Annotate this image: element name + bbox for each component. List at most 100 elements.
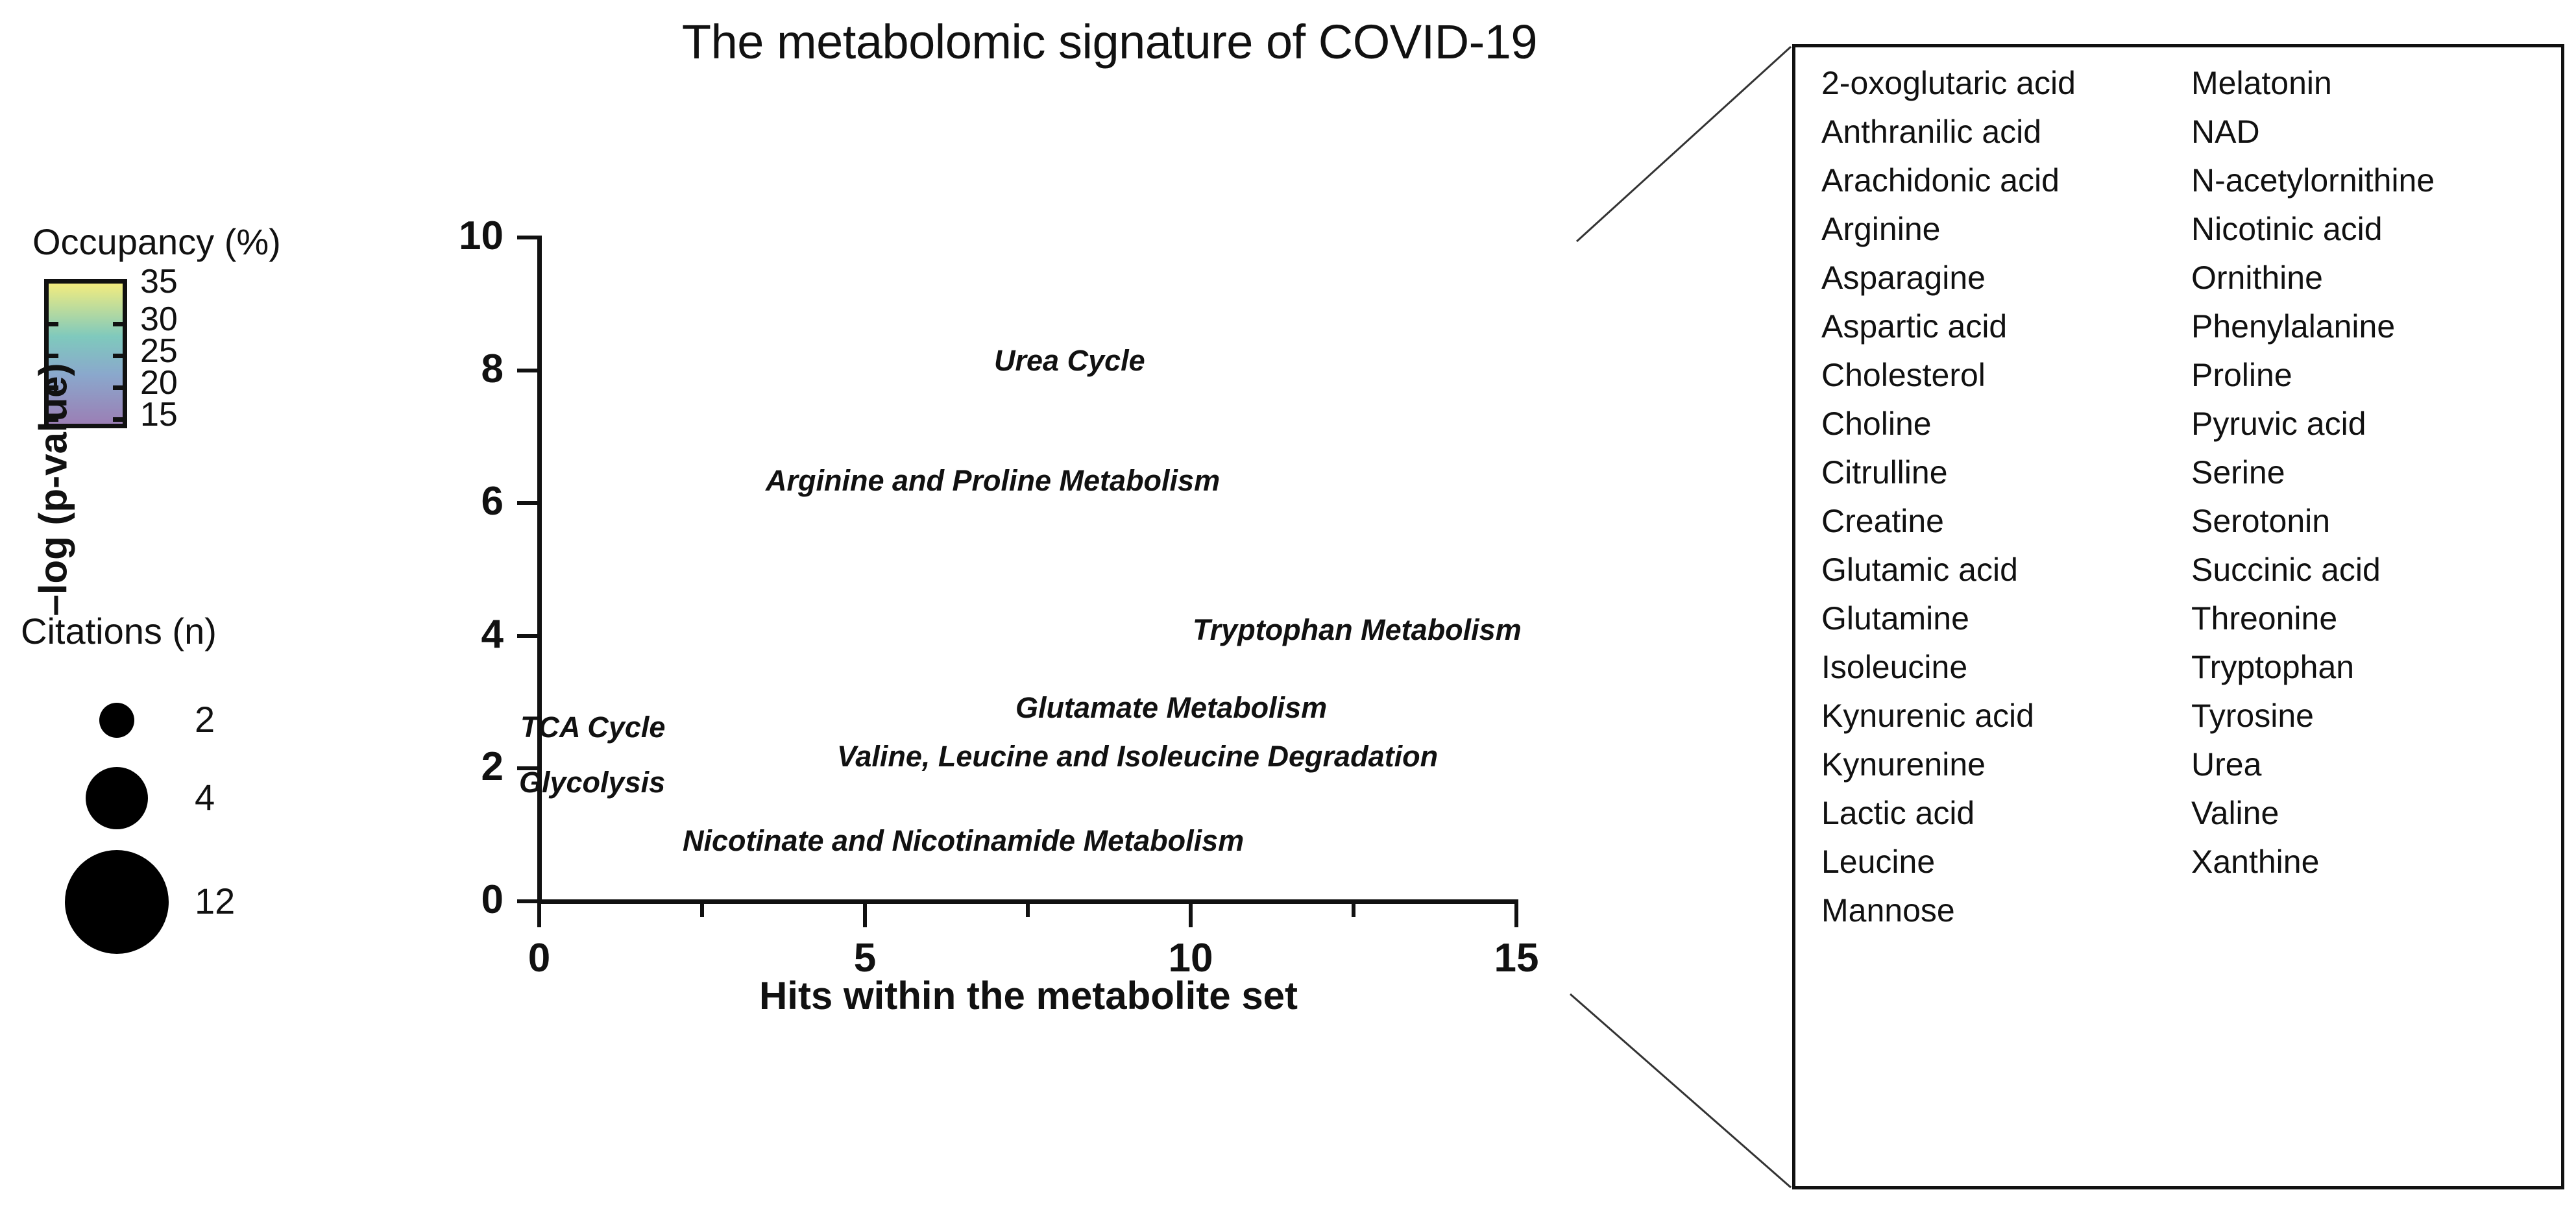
colorbar-tick-label: 30 [140,300,178,338]
bubble-chart: 0 2 4 6 8 10 0 5 10 15 –log (p-value) Hits withi… [31,213,1539,1017]
colorbar-tick-label: 35 [140,263,178,300]
bubble-label: Urea Cycle [994,344,1145,377]
metabolite-item: Pyruvic acid [2191,406,2366,442]
metabolite-item: Serotonin [2191,503,2331,539]
metabolite-item: Isoleucine [1821,649,1968,685]
metabolite-item: Melatonin [2191,65,2332,101]
metabolite-item: Choline [1821,406,1932,442]
metabolite-item: Nicotinic acid [2191,211,2383,247]
citations-legend-label: 2 [195,699,215,740]
occupancy-legend-title: Occupancy (%) [32,221,281,262]
colorbar-tick-label: 15 [140,395,178,433]
colorbar-tick [113,417,127,422]
bubble-label: Arginine and Proline Metabolism [766,464,1221,497]
x-axis-tick [863,904,867,927]
metabolite-item: Cholesterol [1821,357,1986,393]
metabolite-item: Tyrosine [2191,698,2314,734]
bubble-label: Nicotinate and Nicotinamide Metabolism [683,824,1245,857]
colorbar-tick [113,385,127,391]
metabolite-item: Proline [2191,357,2292,393]
x-axis-minor-tick [1352,904,1355,917]
metabolite-item: Valine [2191,795,2279,831]
metabolite-item: Xanthine [2191,844,2320,880]
y-axis-tick [517,236,539,239]
citations-legend-title: Citations (n) [21,611,217,651]
metabolite-item: Phenylalanine [2191,308,2396,345]
colorbar-tick [44,385,58,391]
metabolite-item: Ornithine [2191,260,2323,296]
y-axis-tick-label: 2 [481,744,504,790]
bubble-point [1138,311,1243,417]
x-axis-tick [1189,904,1193,927]
metabolite-item: Tryptophan [2191,649,2355,685]
x-axis-tick [1514,904,1518,927]
metabolite-item: Citrulline [1821,454,1948,491]
bubble-label: Glutamate Metabolism [1015,691,1328,724]
metabolite-item: Succinic acid [2191,552,2381,588]
colorbar-tick [113,354,127,358]
citations-legend-dot [99,703,134,738]
x-axis-tick-label: 5 [853,936,877,980]
bubble-point [1206,420,1318,533]
colorbar-tick-label: 20 [140,364,178,402]
bubble-label: Valine, Leucine and Isoleucine Degradati… [837,740,1439,773]
y-axis-title: –log (p-value) [31,363,75,616]
y-axis-tick-label: 0 [481,877,504,922]
metabolite-item: Glutamine [1821,600,1969,637]
metabolite-item: Leucine [1821,844,1936,880]
x-axis-line [537,899,1518,904]
colorbar-gradient [49,284,123,424]
x-axis-tick-label: 10 [1168,936,1213,980]
metabolite-item: Kynurenic acid [1821,698,2034,734]
y-axis-tick [517,633,539,638]
metabolite-item: Mannose [1821,892,1955,929]
citations-legend-label: 4 [195,777,215,818]
colorbar-tick [44,321,58,326]
x-axis-tick-label: 15 [1494,936,1539,980]
x-axis-minor-tick [1026,904,1030,917]
colorbar-tick-label: 25 [140,332,178,370]
metabolite-item: Lactic acid [1821,795,1975,831]
metabolite-item: Anthranilic acid [1821,114,2042,150]
metabolite-item: Asparagine [1821,260,1986,296]
x-axis-minor-tick [700,904,704,917]
citations-legend-dot [65,850,169,954]
x-axis-tick-label: 0 [528,936,551,980]
metabolite-item: Creatine [1821,503,1944,539]
metabolite-item: Arachidonic acid [1821,162,2060,199]
bubble-point [1056,567,1195,705]
bubble-point [760,755,840,835]
metabolite-item: N-acetylornithine [2191,162,2435,199]
metabolite-item: 2-oxoglutaric acid [1821,65,2076,101]
colorbar-tick [113,321,127,326]
colorbar-tick [44,354,58,358]
y-axis-tick-label: 4 [481,611,504,657]
y-axis-tick [517,368,539,372]
metabolite-item: Arginine [1821,211,1941,247]
metabolite-item: Urea [2191,746,2262,783]
y-axis-tick-label: 10 [459,213,504,258]
y-axis-tick [517,899,539,903]
bubble-point [755,740,844,830]
y-axis-line [537,236,542,904]
bubble-label: Tryptophan Metabolism [1193,613,1522,646]
y-axis-tick [517,501,539,505]
page-title: The metabolomic signature of COVID-19 [681,15,1538,69]
bubble-label: Glycolysis [519,766,666,799]
metabolite-item: Kynurenine [1821,746,1986,783]
y-axis-tick-label: 6 [481,479,504,524]
colorbar-tick [44,417,58,422]
metabolite-item: NAD [2191,114,2260,150]
metabolite-item: Glutamic acid [1821,552,2018,588]
y-axis-tick-label: 8 [481,346,504,391]
metabolite-item: Serine [2191,454,2285,491]
metabolite-item: Threonine [2191,600,2338,637]
citations-legend-dot [86,767,148,829]
x-axis-title: Hits within the metabolite set [759,974,1298,1017]
